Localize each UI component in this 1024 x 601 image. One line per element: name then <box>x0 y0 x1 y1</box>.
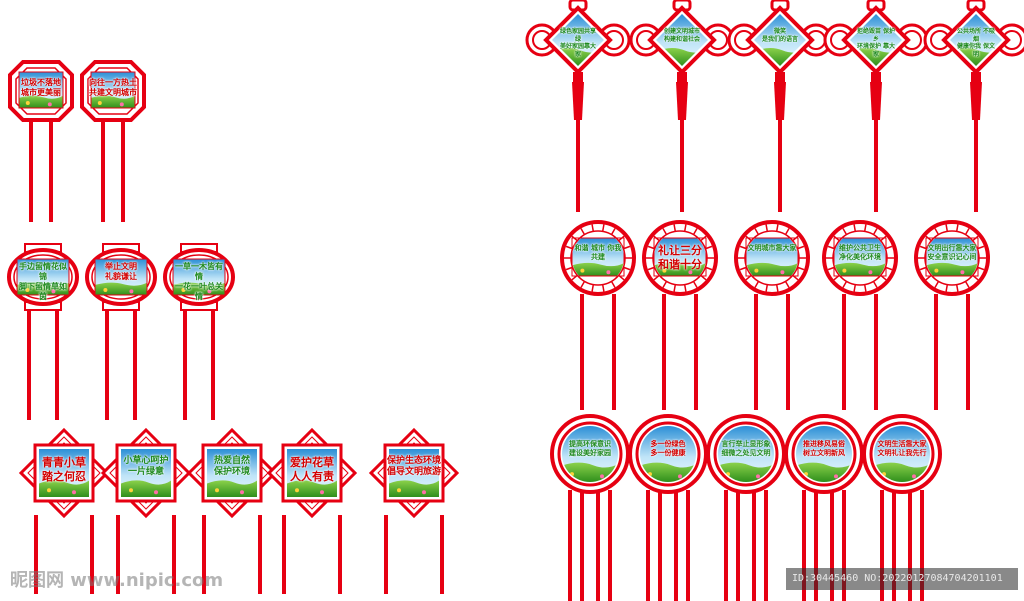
sign-slogan: 言行举止显形象 细微之处见文明 <box>721 440 771 457</box>
lantern-sign-graphic <box>7 243 79 420</box>
sign-slogan: 向往一方热土 共建文明城市 <box>89 78 137 97</box>
sign-slogan: 提高环保意识 建设美好家园 <box>569 440 611 457</box>
ring-sign-graphic <box>862 414 942 601</box>
knot-sign: 微笑 是我们的语言 <box>727 0 833 212</box>
lantern-sign-graphic <box>163 243 235 420</box>
lattice_circle-sign-graphic <box>642 220 718 410</box>
octagon-sign: 垃圾不落地 城市更美丽 <box>8 60 74 222</box>
knot-sign: 创建文明城市 构建和谐社会 <box>629 0 735 212</box>
ring-sign-graphic <box>784 414 864 601</box>
square_diamond-sign: 小草心呵护 一片绿意 <box>100 427 192 594</box>
watermark-id-bar: ID:30445460 NO:20220127084704201101 <box>786 568 1018 590</box>
knot-sign: 绿色家园共享绿 美好家园靠大家 <box>525 0 631 212</box>
knot-sign: 公共场所 不吸烟 健康你我 保文明 <box>923 0 1024 212</box>
sign-slogan: 维护公共卫生 净化美化环境 <box>839 244 881 261</box>
ring-sign: 提高环保意识 建设美好家园 <box>550 414 630 601</box>
sign-slogan: 创建文明城市 构建和谐社会 <box>663 28 700 43</box>
octagon-sign-graphic <box>80 60 146 222</box>
square_diamond-sign-graphic <box>100 427 192 594</box>
lantern-sign: 一草一木皆有情 一花一叶总关情 <box>162 242 236 420</box>
knot-sign-graphic <box>923 0 1024 212</box>
sign-slogan: 举止文明 礼貌谦让 <box>105 262 137 281</box>
lattice_circle-sign: 文明城市靠大家 <box>734 220 810 410</box>
lattice_circle-sign-graphic <box>914 220 990 410</box>
sign-slogan: 礼让三分 和谐十分 <box>658 244 702 271</box>
sign-slogan: 和谐 城市 你我共建 <box>574 244 622 261</box>
lattice_circle-sign: 和谐 城市 你我共建 <box>560 220 636 410</box>
ring-sign-graphic <box>550 414 630 601</box>
sign-slogan: 青青小草 踏之何忍 <box>42 456 86 483</box>
sign-slogan: 保护生态环境 倡导文明旅游 <box>386 456 441 478</box>
lattice_circle-sign: 文明出行靠大家 安全意识记心间 <box>914 220 990 410</box>
sign-slogan: 拒绝毁苗 保护乡 环境保护 靠大家 <box>856 28 896 58</box>
ring-sign: 多一份绿色 多一份健康 <box>628 414 708 601</box>
square_diamond-sign-graphic <box>186 427 278 594</box>
sign-slogan: 手边留情花似锦 脚下留情草如茵 <box>19 262 67 301</box>
lattice_circle-sign: 维护公共卫生 净化美化环境 <box>822 220 898 410</box>
lattice_circle-sign-graphic <box>822 220 898 410</box>
knot-sign: 拒绝毁苗 保护乡 环境保护 靠大家 <box>823 0 929 212</box>
lantern-sign: 手边留情花似锦 脚下留情草如茵 <box>6 242 80 420</box>
lattice_circle-sign-graphic <box>560 220 636 410</box>
watermark-left: 昵图网 www.nipic.com <box>10 570 224 591</box>
lantern-sign-graphic <box>85 243 157 420</box>
ring-sign: 文明生活靠大家 文明礼让我先行 <box>862 414 942 601</box>
square_diamond-sign: 爱护花草 人人有责 <box>266 427 358 594</box>
octagon-sign-graphic <box>8 60 74 222</box>
sign-slogan: 文明城市靠大家 <box>747 244 797 252</box>
square_diamond-sign-graphic <box>18 427 110 594</box>
sign-slogan: 小草心呵护 一片绿意 <box>123 456 169 478</box>
knot-sign-graphic <box>525 0 631 212</box>
lattice_circle-sign-graphic <box>734 220 810 410</box>
square_diamond-sign-graphic <box>266 427 358 594</box>
octagon-sign: 向往一方热土 共建文明城市 <box>80 60 146 222</box>
knot-sign-graphic <box>727 0 833 212</box>
sign-slogan: 垃圾不落地 城市更美丽 <box>21 78 61 97</box>
ring-sign: 推进移风易俗 树立文明新风 <box>784 414 864 601</box>
sign-slogan: 文明出行靠大家 安全意识记心间 <box>927 244 977 261</box>
lantern-sign: 举止文明 礼貌谦让 <box>84 242 158 420</box>
sign-slogan: 公共场所 不吸烟 健康你我 保文明 <box>956 28 996 58</box>
square_diamond-sign: 保护生态环境 倡导文明旅游 <box>368 427 460 594</box>
square_diamond-sign: 青青小草 踏之何忍 <box>18 427 110 594</box>
square_diamond-sign: 热爱自然 保护环境 <box>186 427 278 594</box>
ring-sign: 言行举止显形象 细微之处见文明 <box>706 414 786 601</box>
sign-slogan: 热爱自然 保护环境 <box>213 456 250 478</box>
sign-slogan: 绿色家园共享绿 美好家园靠大家 <box>559 28 596 58</box>
sign-slogan: 爱护花草 人人有责 <box>290 456 334 483</box>
sign-slogan: 多一份绿色 多一份健康 <box>650 440 686 457</box>
sign-slogan: 推进移风易俗 树立文明新风 <box>803 440 845 457</box>
knot-sign-graphic <box>629 0 735 212</box>
sign-slogan: 一草一木皆有情 一花一叶总关情 <box>175 262 223 301</box>
sign-slogan: 微笑 是我们的语言 <box>761 28 798 43</box>
square_diamond-sign-graphic <box>368 427 460 594</box>
sign-slogan: 文明生活靠大家 文明礼让我先行 <box>877 440 927 457</box>
knot-sign-graphic <box>823 0 929 212</box>
lattice_circle-sign: 礼让三分 和谐十分 <box>642 220 718 410</box>
